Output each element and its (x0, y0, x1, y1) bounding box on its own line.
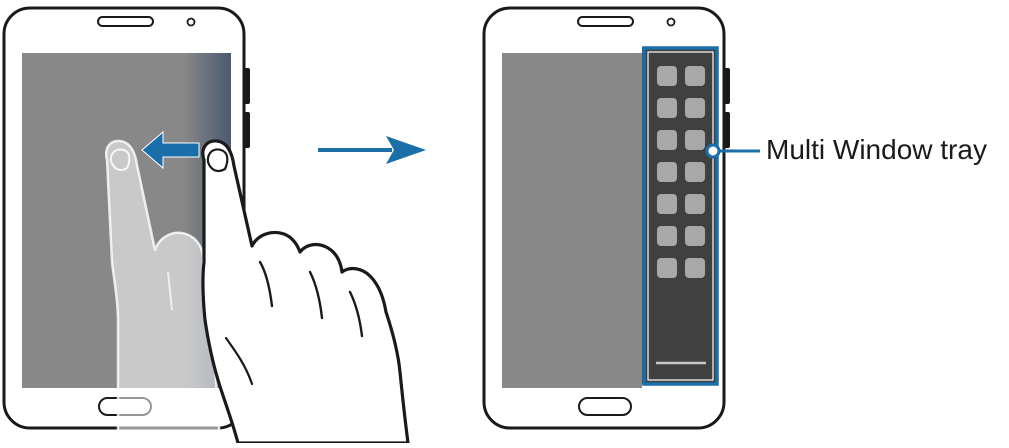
multi-window-tray-highlight (642, 46, 719, 386)
hand-ghost-icon (105, 139, 222, 445)
hand-fingernail (206, 148, 229, 173)
tray-app-icon (685, 162, 705, 182)
right-device-screen (502, 53, 642, 388)
hand-finger-crease-1 (258, 260, 274, 308)
hand-finger-crease-3 (348, 290, 364, 338)
multi-window-tray-label: Multi Window tray (766, 134, 987, 165)
tray-app-icon (657, 66, 677, 86)
tray-app-icon (685, 66, 705, 86)
tray-app-icon (657, 162, 677, 182)
tray-app-icon (657, 194, 677, 214)
tray-app-icon (685, 98, 705, 118)
tray-app-icon (685, 194, 705, 214)
tray-app-icon (657, 258, 677, 278)
right-device (482, 6, 730, 430)
left-device-earpiece (97, 16, 154, 27)
hand-palm-line (224, 336, 254, 386)
hand-ghost-fingernail (109, 148, 131, 171)
tray-app-icon (657, 226, 677, 246)
hand-icon (201, 139, 410, 445)
right-device-earpiece (577, 16, 634, 27)
multi-window-tray-inner-line (647, 51, 714, 381)
hand-finger-crease-2 (308, 270, 324, 320)
left-device-camera (186, 17, 196, 27)
multi-window-tray (642, 47, 717, 384)
transition-arrow-icon (318, 136, 426, 164)
tray-callout-pointer (705, 143, 760, 159)
left-device (2, 6, 410, 445)
tray-app-icon (657, 130, 677, 150)
right-device-home-button (578, 397, 632, 416)
tray-app-icon (685, 130, 705, 150)
tray-app-icon (685, 226, 705, 246)
right-device-camera (666, 17, 676, 27)
hand-ghost-knuckle (167, 271, 173, 311)
tray-app-icon (657, 98, 677, 118)
tray-icon-grid (657, 66, 705, 278)
swipe-arrow-icon (141, 130, 200, 170)
tray-app-icon (685, 258, 705, 278)
